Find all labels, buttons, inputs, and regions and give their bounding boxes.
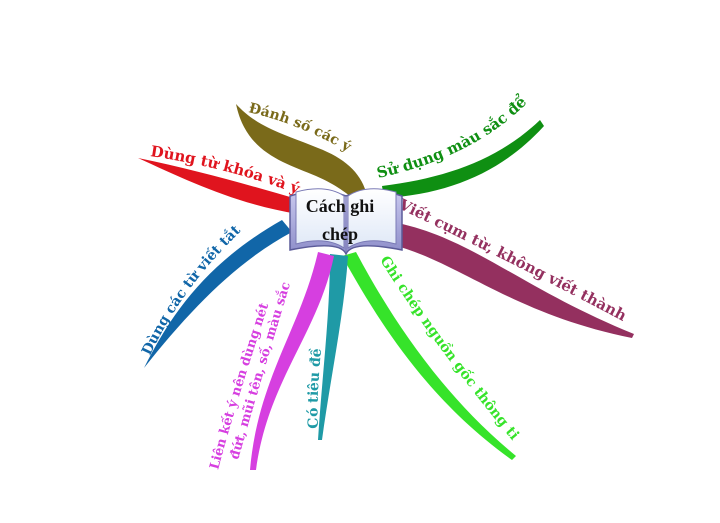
center-topic-line1: Cách ghi [306,196,375,216]
open-book-icon: Cách ghi chép [289,188,403,256]
branch-headings-label: Có tiêu đề [305,348,325,429]
branch-abbrev-text: Dùng các từ viết tắt [139,222,244,358]
center-topic-line2: chép [322,224,358,244]
branch-sources-ribbon [342,252,516,460]
branch-colors-ribbon [382,120,544,198]
branch-keywords-label: Dùng từ khóa và ý chính [0,0,307,200]
branch-phrases-ribbon [390,222,634,338]
branch-keywords-ribbon [138,158,300,214]
book-left-page [295,188,345,249]
branch-keywords-text: Dùng từ khóa và ý chính [0,0,307,200]
branch-numbering-ribbon [236,104,366,196]
branch-abbrev-ribbon [144,220,292,368]
book-right-page [347,188,397,249]
branch-ribbons [138,104,634,470]
branch-headings-text: Có tiêu đề [305,348,325,429]
branch-headings-ribbon [318,254,348,440]
branch-abbrev-label: Dùng các từ viết tắt [139,222,244,358]
branch-colors-text: Sử dụng màu sắc để ghi [0,0,530,182]
branch-links-ribbon [250,252,334,470]
branch-colors-label: Sử dụng màu sắc để ghi [0,0,530,182]
